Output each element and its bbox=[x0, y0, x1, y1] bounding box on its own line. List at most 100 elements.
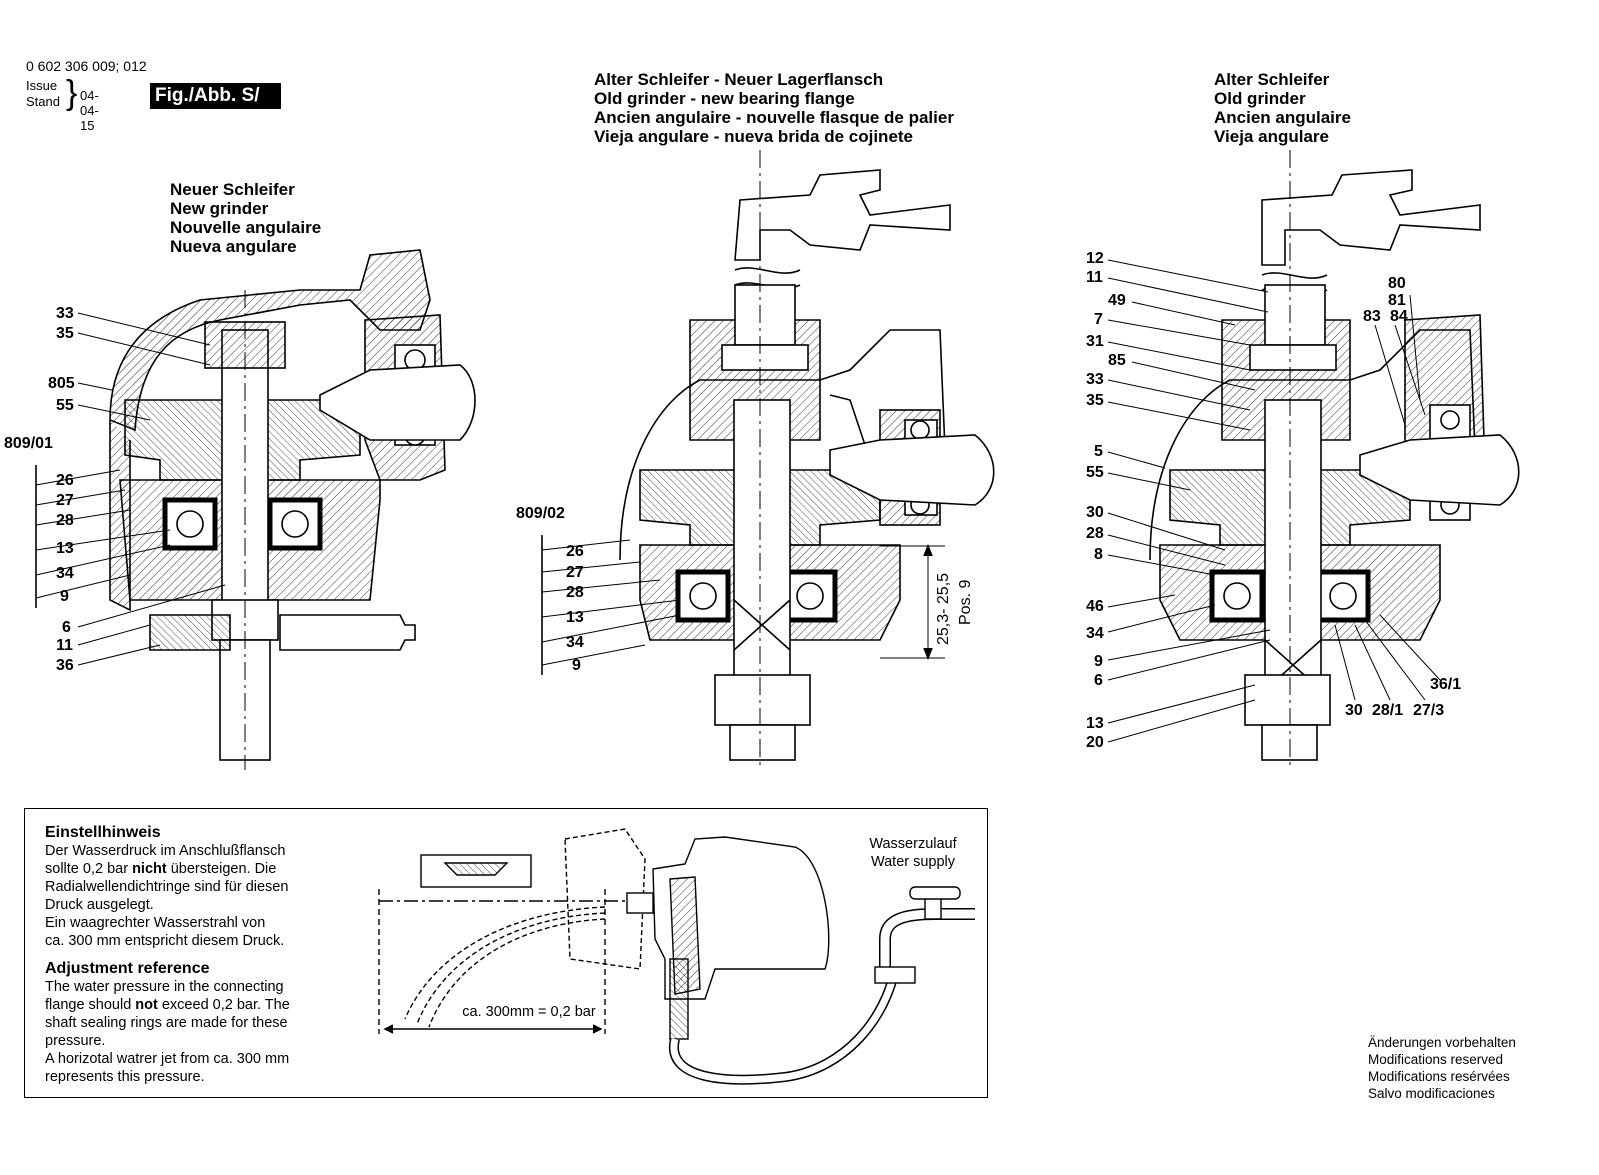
callout-11: 11 bbox=[56, 637, 73, 654]
modifications-notice: Änderungen vorbehalten Modifications res… bbox=[1368, 1034, 1516, 1102]
issue-date: 04-04-15 bbox=[80, 88, 99, 133]
note-de-line: Ein waagrechter Wasserstrahl von bbox=[45, 915, 266, 931]
callout-33: 33 bbox=[1086, 371, 1104, 388]
callout-81: 81 bbox=[1388, 292, 1406, 309]
issue-stand-label: Issue Stand bbox=[26, 78, 60, 110]
callout-36: 36 bbox=[56, 657, 74, 674]
title-line: Nueva angulare bbox=[170, 237, 297, 256]
callout-55: 55 bbox=[1086, 464, 1104, 481]
title-line: Neuer Schleifer bbox=[170, 180, 295, 199]
figure-label: Fig./Abb. S/ bbox=[150, 83, 281, 109]
water-supply-label: Wasserzulauf Water supply bbox=[853, 835, 973, 871]
doc-number: 0 602 306 009; 012 bbox=[26, 58, 147, 74]
callout-6: 6 bbox=[62, 619, 71, 636]
modifications-line: Modifications resérvées bbox=[1368, 1069, 1510, 1084]
callout-55: 55 bbox=[56, 397, 74, 414]
callout-9: 9 bbox=[1094, 653, 1103, 670]
callout-85: 85 bbox=[1108, 352, 1126, 369]
note-en-line: shaft sealing rings are made for these bbox=[45, 1015, 288, 1031]
note-en-line: A horizotal watrer jet from ca. 300 mm bbox=[45, 1051, 290, 1067]
callout-31: 31 bbox=[1086, 333, 1104, 350]
title-line: Vieja angulare - nueva brida de cojinete bbox=[594, 127, 914, 146]
callout-27-3: 27/3 bbox=[1413, 702, 1444, 719]
title-line: Ancien angulaire bbox=[1214, 108, 1351, 127]
middle-callouts: 809/02 26 27 28 13 34 9 25,3- 25,5 Pos. … bbox=[516, 505, 974, 674]
callout-9: 9 bbox=[572, 657, 581, 674]
callout-28: 28 bbox=[566, 584, 584, 601]
note-en-line: represents this pressure. bbox=[45, 1069, 205, 1085]
callout-13: 13 bbox=[1086, 715, 1104, 732]
callout-13: 13 bbox=[566, 609, 584, 626]
note-en-line: The water pressure in the connecting bbox=[45, 979, 284, 995]
title-line: Alter Schleifer - Neuer Lagerflansch bbox=[594, 70, 884, 89]
water-jet-illustration bbox=[378, 828, 975, 1085]
title-line: Vieja angulare bbox=[1214, 127, 1329, 146]
right-assembly-drawing bbox=[1149, 150, 1520, 770]
modifications-line: Salvo modificaciones bbox=[1368, 1086, 1495, 1101]
callout-6: 6 bbox=[1094, 672, 1103, 689]
title-line: Old grinder - new bearing flange bbox=[594, 89, 855, 108]
title-line: New grinder bbox=[170, 199, 269, 218]
left-callouts: 33 35 805 55 809/01 26 27 28 13 34 9 6 1… bbox=[4, 305, 75, 674]
title-line: Old grinder bbox=[1214, 89, 1306, 108]
callout-34: 34 bbox=[1086, 625, 1104, 642]
callout-35: 35 bbox=[1086, 392, 1104, 409]
callout-80: 80 bbox=[1388, 275, 1406, 292]
middle-panel-title: Alter Schleifer - Neuer Lagerflansch Old… bbox=[594, 70, 954, 146]
dimension-ref: Pos. 9 bbox=[957, 580, 974, 625]
title-line: Alter Schleifer bbox=[1214, 70, 1330, 89]
left-assembly-drawing bbox=[35, 249, 476, 770]
callout-5: 5 bbox=[1094, 443, 1103, 460]
middle-assembly-drawing bbox=[541, 150, 995, 770]
callout-30: 30 bbox=[1086, 504, 1104, 521]
modifications-line: Modifications reserved bbox=[1368, 1052, 1504, 1067]
callout-12: 12 bbox=[1086, 250, 1104, 267]
right-callouts: 12 11 49 7 31 85 33 35 5 55 30 28 8 46 3… bbox=[1086, 250, 1461, 751]
callout-13: 13 bbox=[56, 540, 74, 557]
right-panel-title: Alter Schleifer Old grinder Ancien angul… bbox=[1214, 70, 1351, 146]
modifications-line: Änderungen vorbehalten bbox=[1368, 1035, 1516, 1050]
group-label-809-02: 809/02 bbox=[516, 505, 565, 522]
callout-28-1: 28/1 bbox=[1372, 702, 1403, 719]
stand-label: Stand bbox=[26, 94, 60, 109]
issue-label: Issue bbox=[26, 78, 58, 93]
callout-34: 34 bbox=[566, 634, 584, 651]
callout-28: 28 bbox=[56, 512, 74, 529]
callout-26: 26 bbox=[56, 472, 74, 489]
title-line: Nouvelle angulaire bbox=[170, 218, 322, 237]
note-de-heading: Einstellhinweis bbox=[45, 824, 161, 841]
note-de-line: Radialwellendichtringe sind für diesen bbox=[45, 879, 289, 895]
callout-83: 83 bbox=[1363, 308, 1381, 325]
note-en-line: flange should not exceed 0,2 bar. The bbox=[45, 997, 290, 1013]
callout-11: 11 bbox=[1086, 269, 1103, 286]
note-en-line: pressure. bbox=[45, 1033, 106, 1049]
exploded-drawings: 33 35 805 55 809/01 26 27 28 13 34 9 6 1… bbox=[4, 150, 1520, 770]
distance-label: ca. 300mm = 0,2 bar bbox=[462, 1004, 596, 1020]
left-panel-title: Neuer Schleifer New grinder Nouvelle ang… bbox=[170, 180, 321, 256]
water-supply-en: Water supply bbox=[870, 854, 956, 870]
note-de-line: Druck ausgelegt. bbox=[45, 897, 154, 913]
note-german: Einstellhinweis Der Wasserdruck im Ansch… bbox=[45, 823, 345, 950]
callout-46: 46 bbox=[1086, 598, 1104, 615]
note-en-heading: Adjustment reference bbox=[45, 960, 210, 977]
callout-27: 27 bbox=[566, 564, 584, 581]
note-english: Adjustment reference The water pressure … bbox=[45, 959, 345, 1086]
callout-26: 26 bbox=[566, 543, 584, 560]
callout-84: 84 bbox=[1390, 308, 1408, 325]
title-line: Ancien angulaire - nouvelle flasque de p… bbox=[594, 108, 954, 127]
note-de-line: sollte 0,2 bar nicht übersteigen. Die bbox=[45, 861, 277, 877]
callout-49: 49 bbox=[1108, 292, 1126, 309]
water-supply-de: Wasserzulauf bbox=[869, 836, 957, 852]
dimension-label: 25,3- 25,5 bbox=[935, 573, 952, 645]
callout-20: 20 bbox=[1086, 734, 1104, 751]
callout-7: 7 bbox=[1094, 311, 1103, 328]
callout-805: 805 bbox=[48, 375, 75, 392]
note-de-line: ca. 300 mm entspricht diesem Druck. bbox=[45, 933, 285, 949]
callout-36-1: 36/1 bbox=[1430, 676, 1461, 693]
callout-27: 27 bbox=[56, 492, 74, 509]
callout-35: 35 bbox=[56, 325, 74, 342]
brace-glyph: } bbox=[66, 74, 78, 112]
callout-28: 28 bbox=[1086, 525, 1104, 542]
note-de-line: Der Wasserdruck im Anschlußflansch bbox=[45, 843, 286, 859]
callout-9: 9 bbox=[60, 588, 69, 605]
